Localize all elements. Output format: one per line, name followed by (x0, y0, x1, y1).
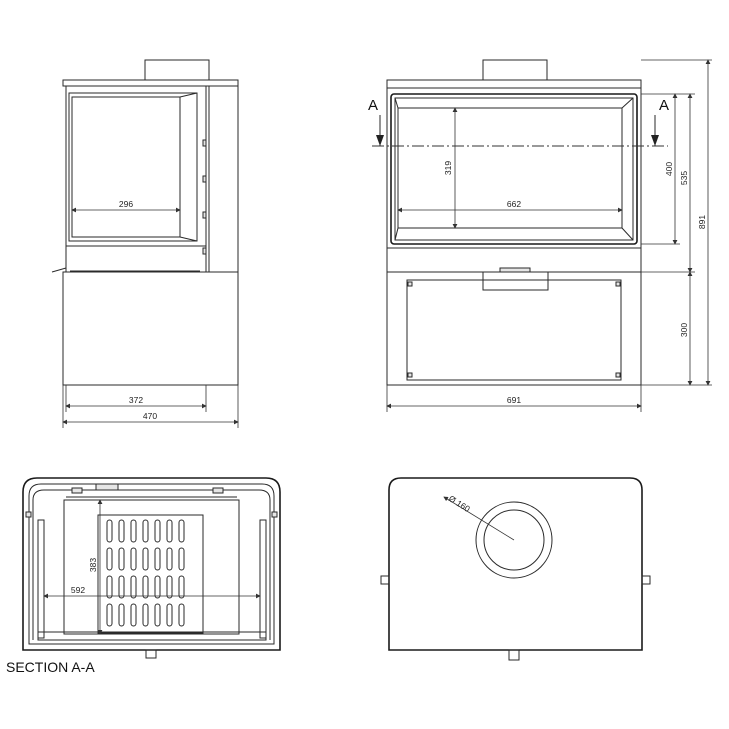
flue-diameter-label: Ø 160 (447, 493, 472, 514)
side-view: 296 372 470 (51, 59, 239, 428)
front-total-width-label: 691 (507, 395, 521, 405)
front-door (390, 93, 638, 245)
section-mark-right: A (659, 97, 669, 114)
front-glass-width-label: 662 (507, 199, 521, 209)
front-top-plate (386, 79, 642, 89)
front-drawer-handle (482, 272, 549, 291)
top-outline (388, 477, 643, 651)
front-base-height-label: 300 (679, 323, 689, 337)
side-depth-label: 372 (129, 395, 143, 405)
section-outer-shell (22, 477, 281, 651)
side-flue-collar (144, 59, 210, 81)
section-grate (97, 514, 204, 634)
front-base-recess (406, 279, 622, 381)
top-bracket-right (641, 575, 651, 585)
top-view: Ø 160 (380, 477, 651, 661)
side-glass-inner (71, 96, 181, 238)
front-glass-outer (394, 97, 634, 241)
side-glass-width-label: 296 (119, 199, 133, 209)
section-caption: SECTION A-A (6, 659, 95, 675)
section-firebox (63, 499, 240, 635)
front-door-height-label: 400 (664, 162, 674, 176)
side-total-depth-label: 470 (143, 411, 157, 421)
top-air-spigot (508, 649, 520, 661)
front-total-height-label: 891 (697, 215, 707, 229)
section-inner-depth-label: 383 (88, 558, 98, 572)
front-base (386, 271, 642, 386)
section-air-spigot (145, 649, 157, 659)
front-glass-inner (397, 107, 623, 229)
flue-outer-ring (475, 501, 553, 579)
front-view: A A 319 662 691 400 535 300 891 (368, 59, 712, 412)
front-body-height-label: 535 (679, 171, 689, 185)
side-glass-outer (68, 92, 198, 242)
side-ash-section (65, 245, 207, 273)
side-base (62, 271, 239, 386)
section-view: 383 592 SECTION A-A (6, 477, 281, 675)
section-grate-slots (106, 519, 185, 627)
front-flue-collar (482, 59, 548, 81)
side-top-plate (62, 79, 239, 87)
front-body (386, 87, 642, 249)
side-door-frame (65, 85, 207, 247)
front-glass-height-label: 319 (443, 161, 453, 175)
top-bracket-left (380, 575, 390, 585)
section-mark-left: A (368, 97, 378, 114)
section-inner-width-label: 592 (71, 585, 85, 595)
flue-inner-ring (483, 509, 545, 571)
